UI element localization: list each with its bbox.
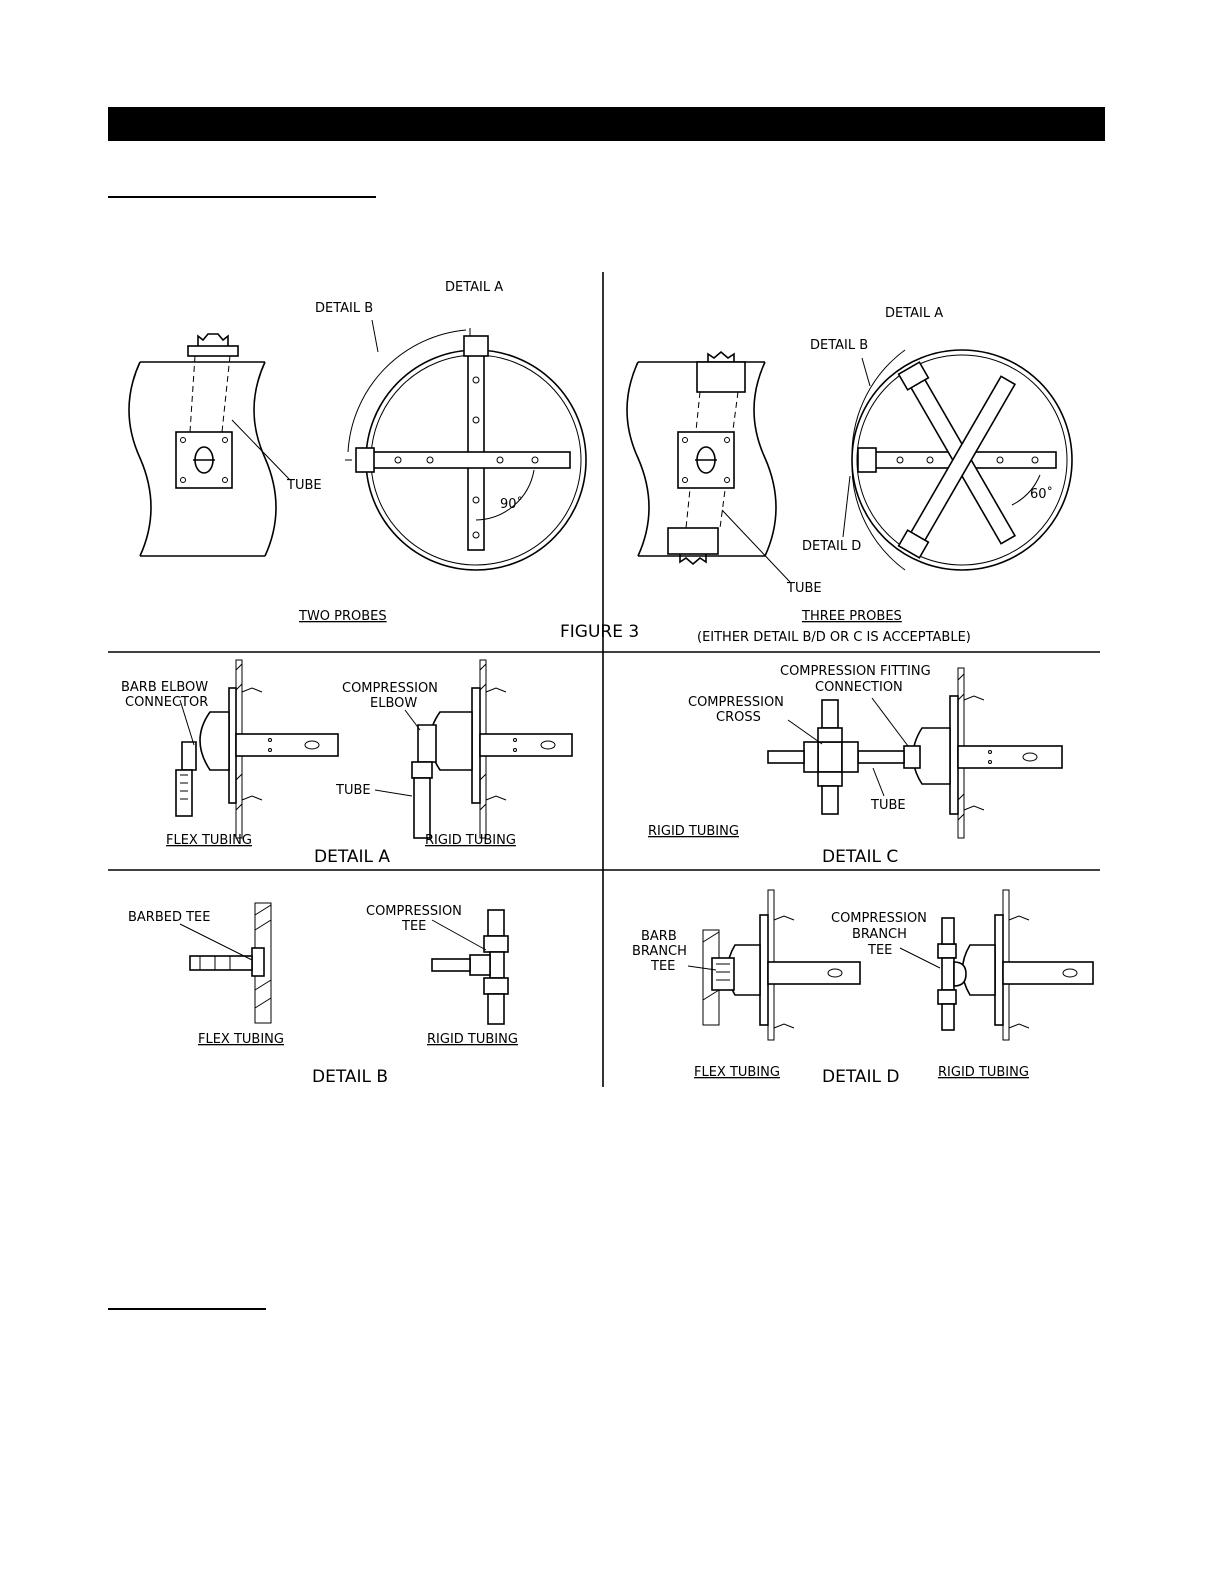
detail-c-rigid-label: RIGID TUBING	[648, 824, 739, 839]
barb-elbow-label-line2: CONNECTOR	[125, 695, 208, 710]
three-probes-tube-label: TUBE	[786, 581, 822, 596]
compression-branch-label-line1: COMPRESSION	[831, 911, 927, 926]
detail-a-title: DETAIL A	[314, 847, 390, 867]
subsection-heading-underline	[108, 1308, 266, 1310]
detail-b-rigid-drawing	[431, 909, 509, 1025]
detail-c-drawing	[767, 667, 1063, 839]
barbed-tee-label: BARBED TEE	[128, 910, 211, 925]
compression-fitting-label-line2: CONNECTION	[815, 680, 903, 695]
compression-branch-label-line3: TEE	[867, 943, 892, 958]
compression-tee-label-line2: TEE	[401, 919, 426, 934]
barb-elbow-label-line1: BARB ELBOW	[121, 680, 208, 695]
panel-grid	[108, 272, 1100, 1087]
three-probes-detail-b-label: DETAIL B	[810, 338, 868, 353]
three-probes-angle-label: 60˚	[1030, 486, 1053, 502]
three-probes-detail-d-label: DETAIL D	[802, 539, 861, 554]
three-probes-detail-a-label: DETAIL A	[885, 306, 943, 321]
two-probes-title: TWO PROBES	[298, 609, 387, 624]
compression-cross-label-line2: CROSS	[716, 710, 761, 725]
section-header-bar	[108, 107, 1105, 141]
detail-c-title: DETAIL C	[822, 847, 898, 867]
detail-d-flex-drawing	[687, 889, 861, 1041]
two-probes-duct-side-view	[128, 333, 291, 557]
two-probes-duct-cross-section	[345, 319, 587, 571]
compression-tee-label-line1: COMPRESSION	[366, 904, 462, 919]
barb-branch-label-line3: TEE	[650, 959, 675, 974]
figure-caption: FIGURE 3	[560, 622, 639, 642]
detail-b-flex-label: FLEX TUBING	[198, 1032, 284, 1047]
three-probes-note: (EITHER DETAIL B/D OR C IS ACCEPTABLE)	[697, 630, 971, 645]
two-probes-tube-label: TUBE	[286, 478, 322, 493]
barb-branch-label-line1: BARB	[641, 929, 677, 944]
detail-d-rigid-label: RIGID TUBING	[938, 1065, 1029, 1080]
detail-a-rigid-drawing	[374, 659, 573, 839]
compression-elbow-label-line1: COMPRESSION	[342, 681, 438, 696]
two-probes-detail-a-label: DETAIL A	[445, 280, 503, 295]
three-probes-duct-cross-section	[842, 349, 1073, 571]
two-probes-detail-b-label: DETAIL B	[315, 301, 373, 316]
two-probes-angle-label: 90˚	[500, 496, 523, 512]
compression-elbow-label-line2: ELBOW	[370, 696, 417, 711]
detail-a-rigid-label: RIGID TUBING	[425, 833, 516, 848]
barb-branch-label-line2: BRANCH	[632, 944, 687, 959]
detail-d-flex-label: FLEX TUBING	[694, 1065, 780, 1080]
detail-a-tube-label: TUBE	[335, 783, 371, 798]
detail-b-title: DETAIL B	[312, 1067, 388, 1087]
three-probes-duct-side-view	[626, 350, 791, 583]
section-heading-underline	[108, 196, 376, 198]
detail-b-rigid-label: RIGID TUBING	[427, 1032, 518, 1047]
compression-fitting-label-line1: COMPRESSION FITTING	[780, 664, 931, 679]
detail-d-title: DETAIL D	[822, 1067, 900, 1087]
detail-d-rigid-drawing	[899, 889, 1094, 1041]
detail-a-flex-label: FLEX TUBING	[166, 833, 252, 848]
compression-branch-label-line2: BRANCH	[852, 927, 907, 942]
detail-a-flex-drawing	[175, 659, 339, 839]
three-probes-title: THREE PROBES	[801, 609, 902, 624]
detail-c-tube-label: TUBE	[870, 798, 906, 813]
detail-b-flex-drawing	[179, 902, 272, 1024]
compression-cross-label-line1: COMPRESSION	[688, 695, 784, 710]
